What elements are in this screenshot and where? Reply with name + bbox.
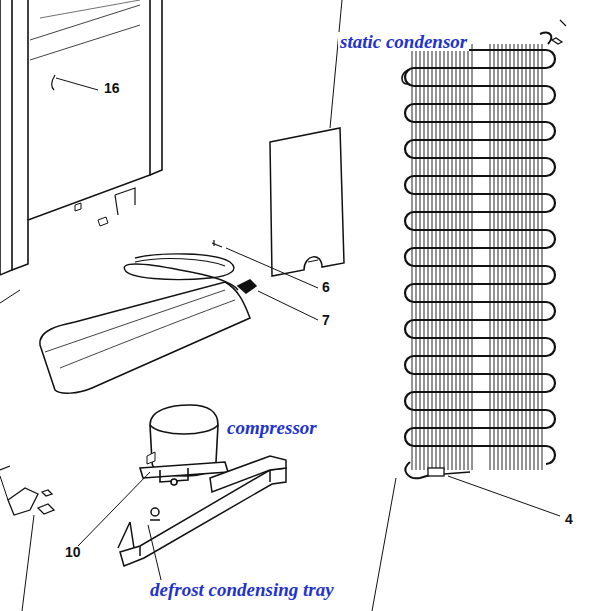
condenser-coil bbox=[412, 44, 542, 470]
condenser-coil bbox=[428, 468, 444, 476]
callout-number: 10 bbox=[65, 545, 81, 559]
leader-line bbox=[372, 478, 396, 611]
heater-mat bbox=[238, 280, 256, 293]
leader-line bbox=[448, 476, 560, 516]
cabinet bbox=[115, 188, 135, 215]
callout-number: 16 bbox=[104, 81, 120, 95]
callout-number: 7 bbox=[322, 313, 330, 327]
condensing-tray bbox=[118, 456, 286, 566]
compressor-unit bbox=[147, 452, 155, 464]
leader-line bbox=[148, 525, 162, 584]
condensing-tray bbox=[118, 522, 134, 548]
leader-line bbox=[330, 0, 342, 128]
heater-mat bbox=[40, 254, 256, 393]
leader-line bbox=[0, 476, 8, 500]
compressor-unit bbox=[150, 425, 218, 434]
relay-parts bbox=[8, 488, 38, 515]
leader-line bbox=[78, 472, 150, 546]
cover-plate bbox=[308, 260, 318, 262]
leader-line bbox=[56, 78, 98, 90]
cabinet bbox=[0, 0, 12, 275]
cabinet bbox=[30, 5, 140, 60]
relay-parts bbox=[38, 504, 54, 514]
condenser-coil bbox=[540, 33, 551, 44]
leader-line bbox=[258, 291, 318, 320]
condensing-tray bbox=[210, 456, 286, 492]
cabinet bbox=[75, 203, 108, 226]
callout-number: 4 bbox=[565, 512, 573, 526]
leader-line bbox=[0, 290, 20, 303]
screw bbox=[552, 20, 566, 44]
relay-parts bbox=[42, 490, 52, 496]
cabinet bbox=[0, 0, 162, 275]
condenser-coil bbox=[412, 44, 542, 470]
leader-line bbox=[226, 248, 318, 288]
condensing-tray bbox=[150, 519, 160, 521]
heater-mat bbox=[135, 259, 225, 266]
condenser-coil bbox=[444, 472, 470, 474]
cabinet bbox=[40, 0, 140, 18]
heater-mat bbox=[45, 290, 225, 352]
relay-parts bbox=[0, 466, 54, 515]
compressor-unit bbox=[171, 479, 177, 485]
cabinet bbox=[52, 75, 55, 90]
part-label: static condensor bbox=[338, 32, 469, 51]
callout-number: 6 bbox=[322, 280, 330, 294]
cabinet bbox=[12, 0, 150, 270]
condenser-coil bbox=[405, 50, 555, 464]
condenser-coil bbox=[402, 33, 555, 479]
screw bbox=[212, 240, 222, 247]
condensing-tray bbox=[151, 508, 159, 516]
cabinet bbox=[150, 0, 162, 175]
part-label: defrost condensing tray bbox=[148, 580, 336, 599]
cover-plate bbox=[270, 128, 344, 276]
relay-parts bbox=[0, 466, 10, 470]
condenser-coil bbox=[402, 70, 408, 84]
cabinet bbox=[27, 0, 29, 220]
heater-mat bbox=[60, 300, 235, 368]
condensing-tray bbox=[120, 468, 286, 566]
part-label: compressor bbox=[225, 418, 319, 437]
condensing-tray bbox=[140, 470, 270, 556]
heater-mat bbox=[124, 254, 238, 290]
compressor-unit bbox=[140, 405, 228, 485]
cover-plate bbox=[270, 128, 344, 276]
heater-mat bbox=[40, 282, 250, 393]
leader-line bbox=[0, 0, 560, 611]
leader-line bbox=[22, 515, 34, 611]
